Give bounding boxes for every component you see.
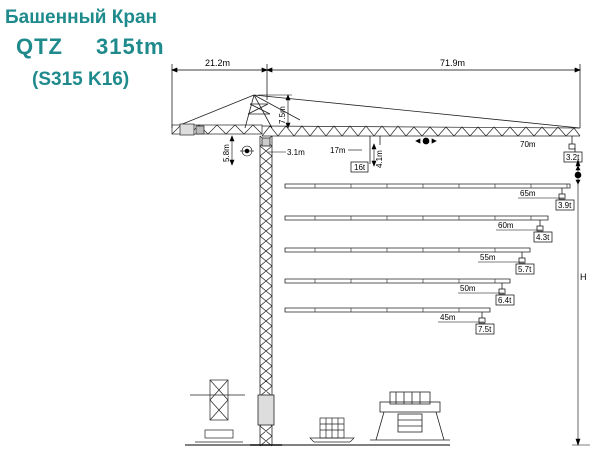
small-machine <box>309 417 355 443</box>
jib-config-50m: 50m 6.4t <box>284 278 515 306</box>
top-dimensions <box>171 64 581 128</box>
jib <box>261 125 581 137</box>
config-load: 5.7t <box>518 265 532 274</box>
radius-70m: 70m <box>520 140 536 149</box>
jib-config-boom <box>284 307 491 313</box>
config-radius: 45m <box>440 313 456 322</box>
jib-config-boom <box>284 278 511 284</box>
config-load: 7.5t <box>478 325 492 334</box>
gantry-frame <box>370 391 450 441</box>
trolley-offset: 3.1m <box>287 148 305 157</box>
load-min-radius: 16t <box>354 163 366 172</box>
config-load-box <box>555 199 575 211</box>
config-radius: 55m <box>480 253 496 262</box>
model-code: (S315 K16) <box>32 69 129 90</box>
trolley-drop: 4.1m <box>375 150 384 168</box>
jib-config-45m: 45m 7.5t <box>284 307 495 335</box>
min-radius: 17m <box>330 146 346 155</box>
config-load-box <box>533 231 553 243</box>
config-load: 3.9t <box>558 201 572 210</box>
hook-block <box>478 317 486 324</box>
jib-config-55m: 55m 5.7t <box>284 247 535 275</box>
tower-mast <box>250 135 282 447</box>
config-radius: 65m <box>520 189 536 198</box>
config-radius: 60m <box>498 221 514 230</box>
jib-config-60m: 60m 4.3t <box>284 215 553 243</box>
config-load-box <box>515 263 535 275</box>
config-load: 4.3t <box>536 233 550 242</box>
model-capacity: 315tm <box>96 34 165 59</box>
title-ru: Башенный Кран <box>5 7 157 28</box>
load-70m: 3.2t <box>566 153 580 162</box>
config-load-box <box>495 294 515 306</box>
hook-70m <box>369 136 576 164</box>
base-section-detail <box>190 379 245 443</box>
hook-block <box>498 288 506 295</box>
height-dimension <box>572 159 590 446</box>
load-box-min <box>350 161 369 173</box>
apex-dimension <box>258 94 292 129</box>
counter-jib-length: 21.2m <box>205 58 230 68</box>
height-label: H <box>580 272 587 282</box>
counter-jib <box>171 123 263 136</box>
counter-jib-height-dim <box>229 135 254 166</box>
min-radius-dims <box>268 143 377 167</box>
config-radius: 50m <box>460 284 476 293</box>
jib-config-boom <box>284 183 571 189</box>
apex-height: 7.5m <box>278 106 287 124</box>
counter-jib-height: 5.8m <box>222 144 231 162</box>
jib-length: 71.9m <box>440 58 465 68</box>
tower-head <box>179 94 581 129</box>
model-prefix: QTZ <box>16 34 63 59</box>
jib-config-boom <box>284 215 549 221</box>
jib-config-65m: 65m 3.9t <box>284 183 575 211</box>
jib-configurations: 65m 3.9t 60m 4.3t 55m 5.7t 50m 6.4t 45m 7.5t <box>284 183 575 335</box>
config-load-box <box>475 323 495 335</box>
hook-block <box>558 193 566 200</box>
config-load: 6.4t <box>498 296 512 305</box>
hook-block <box>518 257 526 264</box>
load-box-70m <box>563 151 583 163</box>
hook-block <box>536 225 544 232</box>
jib-config-boom <box>284 247 531 253</box>
